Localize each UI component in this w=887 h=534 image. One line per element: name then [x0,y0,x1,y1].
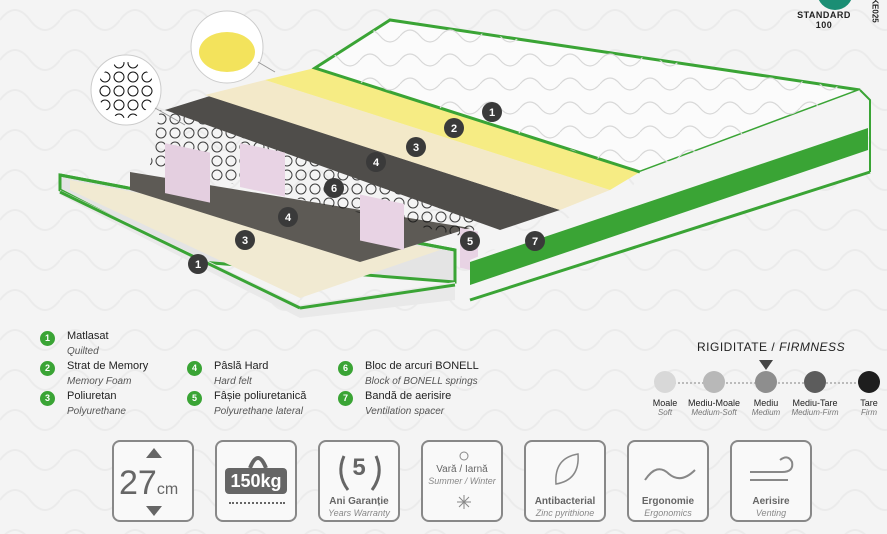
layer-felt-top [165,96,560,230]
layer-marker: 3 [235,230,255,250]
antibacterial-tile: Antibacterial Zinc pyrithione [524,440,606,522]
weight-value: 150kg [225,468,287,494]
venting-tile: Aerisire Venting [730,440,812,522]
layer-marker: 1 [482,102,502,122]
layer-marker: 6 [324,178,344,198]
layer-marker: 2 [444,118,464,138]
legend-subtitle: Ventilation spacer [365,406,445,417]
air-flow-icon [750,456,794,481]
layer-marker-number: 1 [195,259,201,271]
venting-subtitle: Venting [755,508,787,518]
layer-marker-number: 4 [373,157,380,169]
warranty-years: 5 [352,454,366,481]
layer-marker-number: 1 [489,107,495,119]
legend-subtitle: Polyurethane [67,406,126,417]
firmness-dot [654,371,676,393]
weight-handle-icon [248,456,268,469]
legend-title: Poliuretan [67,390,117,402]
venting-title: Aerisire [752,496,790,507]
snowflake-icon [457,495,471,509]
leaf-icon [555,453,579,485]
legend-title: Strat de Memory [67,360,149,372]
season-title: Vară / Iarnă [436,464,488,475]
legend-number: 1 [40,331,55,346]
layer-marker: 1 [188,254,208,274]
base-side [60,190,455,318]
legend-subtitle: Memory Foam [67,376,132,387]
legend-number: 2 [40,361,55,376]
legend-subtitle: Polyurethane lateral [214,406,303,417]
legend-title: Fâșie poliuretanică [214,390,307,402]
layer-marker: 5 [460,231,480,251]
firmness-dot [858,371,880,393]
legend-number: 6 [338,361,353,376]
legend-subtitle: Quilted [67,346,99,357]
antibacterial-title: Antibacterial [534,496,596,507]
legend-title: Pâslă Hard [214,360,269,372]
layer-marker-number: 2 [451,123,457,135]
height-value: 27cm [119,464,179,502]
legend-number: 4 [187,361,202,376]
layer-marker-number: 6 [331,183,337,195]
layer-marker: 7 [525,231,545,251]
layer-marker-number: 3 [242,235,248,247]
layer-number-markers: 1 2 3 4 6 4 3 1 5 7 [188,102,545,274]
warranty-subtitle: Years Warranty [328,508,390,518]
lateral-block [165,143,210,203]
firmness-pointer-icon [759,360,773,370]
oeko-tex-certificate: STANDARD 100 KE025 [793,0,883,40]
legend-number: 3 [40,391,55,406]
lateral-block [360,194,404,250]
sun-icon [459,451,469,461]
layer-marker-number: 7 [532,236,538,248]
legend-number: 5 [187,391,202,406]
arrow-down-icon [146,506,162,516]
legend-subtitle: Block of BONELL springs [365,376,478,387]
layer-marker-number: 5 [467,236,473,248]
legend-title: Bandă de aerisire [365,390,452,402]
ventilation-band [470,128,868,285]
layer-marker: 4 [366,152,386,172]
certificate-code: KE025 [870,0,880,23]
layer-marker-number: 3 [413,142,419,154]
warranty-title: Ani Garanție [329,496,389,507]
weight-surface [229,502,285,504]
ergonomic-tile: Ergonomie Ergonomics [627,440,709,522]
firmness-dot [804,371,826,393]
season-subtitle: Summer / Winter [428,476,496,486]
firmness-title: RIGIDITATE / FIRMNESS [697,340,846,354]
certificate-logo [817,0,853,10]
layer-marker: 3 [406,137,426,157]
ergonomic-title: Ergonomie [641,496,695,507]
antibacterial-subtitle: Zinc pyrithione [535,508,595,518]
laurel-icon [339,455,381,491]
lateral-block [240,143,285,197]
firmness-dot [755,371,777,393]
layer-marker-number: 4 [285,212,292,224]
certificate-standard: STANDARD 100 [797,10,851,30]
firmness-dot [703,371,725,393]
layer-marker: 4 [278,207,298,227]
mattress-cutaway-illustration: 1 2 3 4 6 4 3 1 5 7 [58,10,871,318]
legend-title: Matlasat [67,330,109,342]
warranty-tile: 5 Ani Garanție Years Warranty [318,440,400,522]
weight-tile: 150kg [215,440,297,522]
height-tile: 27cm [112,440,194,522]
ergonomic-subtitle: Ergonomics [644,508,692,518]
body-shape-icon [644,468,696,481]
spring-block [150,110,500,238]
legend-title: Bloc de arcuri BONELL [365,360,479,372]
legend-subtitle: Hard felt [214,376,252,387]
arrow-up-icon [146,448,162,458]
layer-polyurethane-bottom [70,180,440,298]
season-tile: Vară / Iarnă Summer / Winter [421,440,503,522]
legend-number: 7 [338,391,353,406]
